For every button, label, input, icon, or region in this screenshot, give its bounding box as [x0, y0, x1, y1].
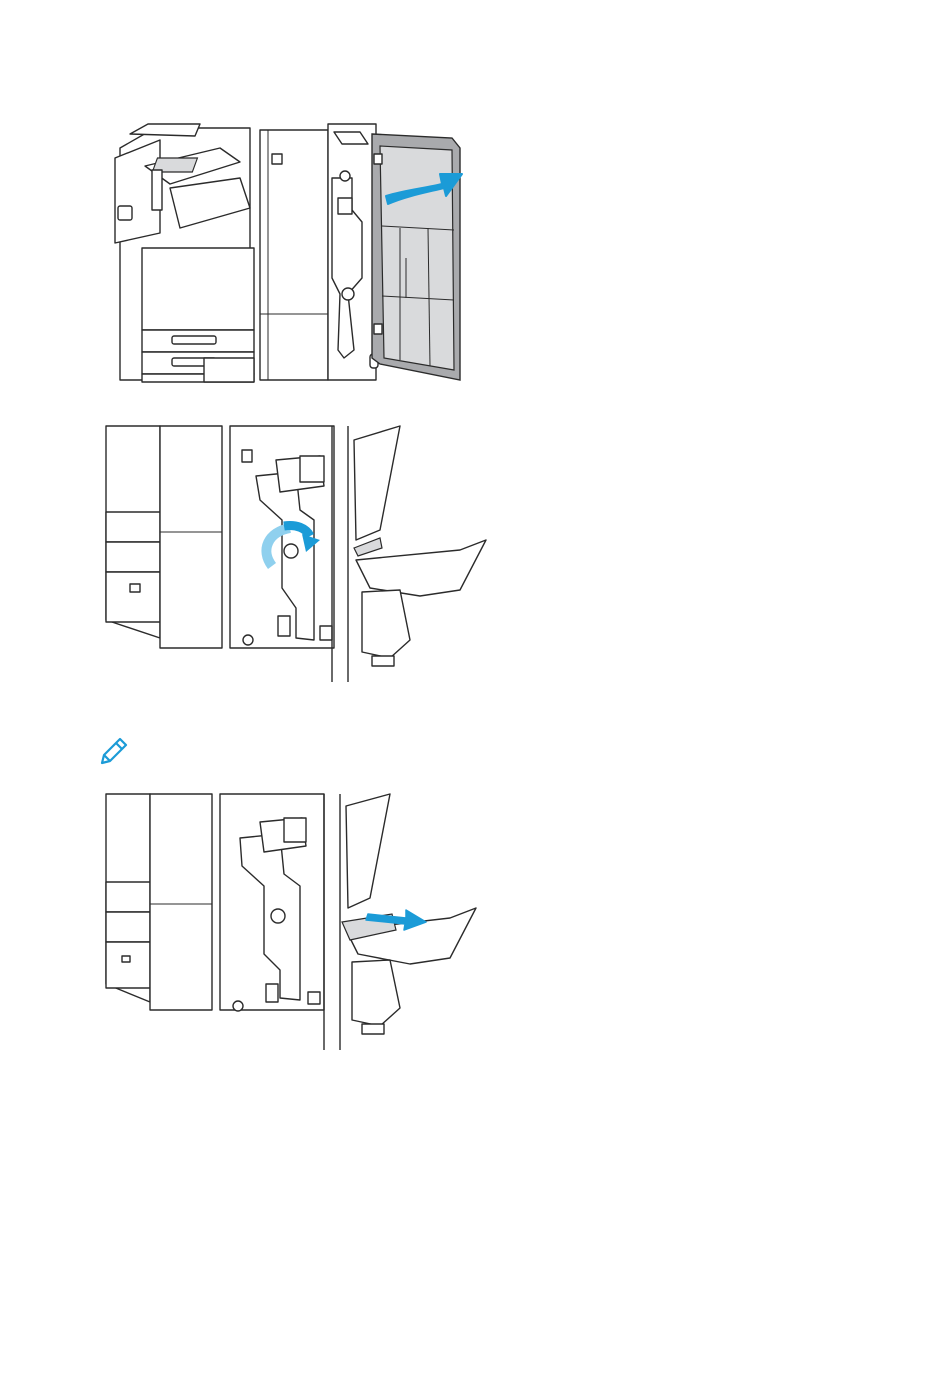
front-door-open: [372, 134, 460, 380]
pencil-icon: [96, 735, 130, 769]
printer-body: [106, 426, 222, 648]
figure-remove-paper-from-tray: [100, 788, 490, 1056]
printer-body: [115, 124, 254, 382]
booklet-tray: [354, 426, 486, 666]
finisher-interior: [230, 426, 348, 682]
finisher-body: [260, 124, 378, 380]
printer-body: [106, 794, 212, 1010]
figure-rotate-knob: [100, 420, 500, 688]
finisher-interior: [220, 794, 340, 1050]
figure-open-front-door: [100, 118, 480, 386]
